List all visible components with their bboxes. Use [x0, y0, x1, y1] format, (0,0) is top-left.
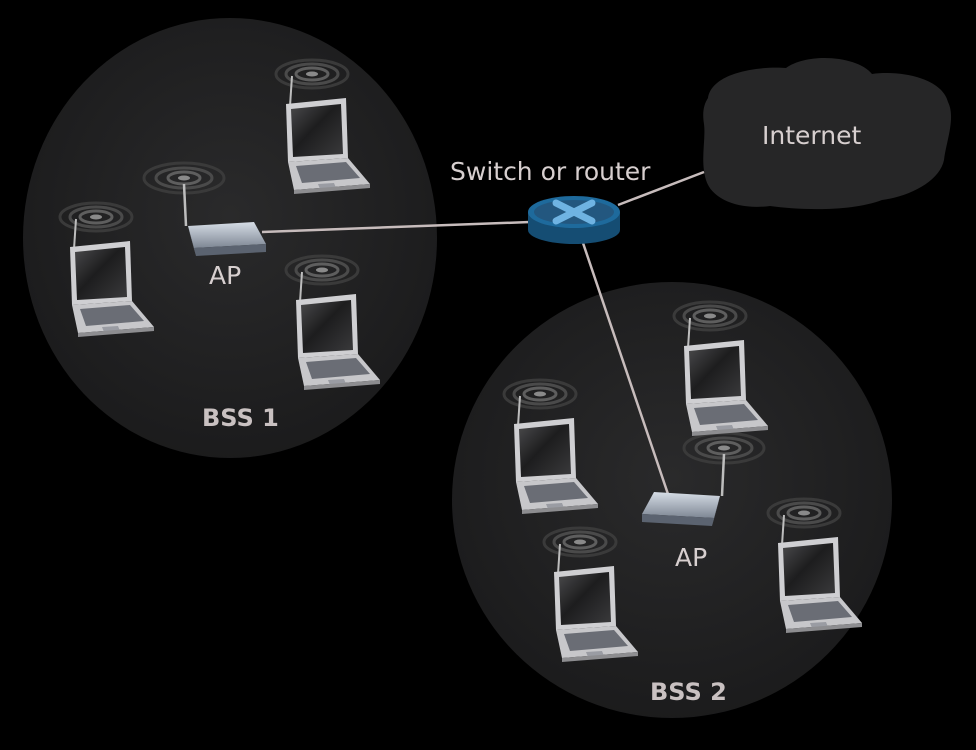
internet-label: Internet — [762, 121, 861, 150]
bss2-label: BSS 2 — [650, 678, 727, 706]
link-router-internet — [617, 170, 705, 207]
link-ap1-router — [261, 220, 531, 234]
switch-label: Switch or router — [450, 157, 651, 186]
link-router-ap2 — [580, 239, 672, 501]
bss1-label: BSS 1 — [202, 404, 279, 432]
internet-cloud-icon — [703, 57, 952, 210]
switch-router-icon — [528, 196, 620, 244]
ap2-label: AP — [675, 543, 707, 572]
ap1-label: AP — [209, 261, 241, 290]
